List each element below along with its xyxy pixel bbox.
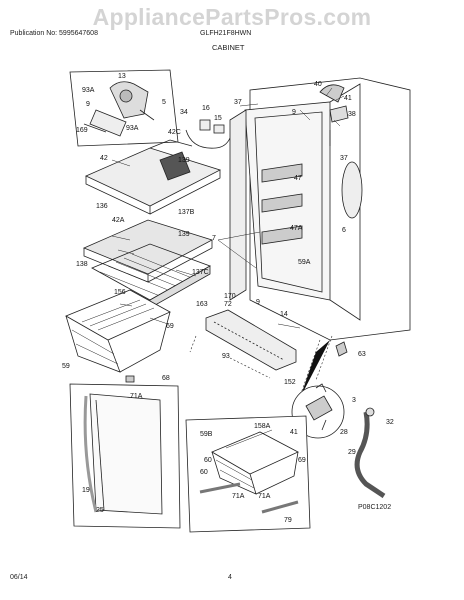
callout-32: 32 [386, 419, 394, 426]
callout-42: 42 [100, 155, 108, 162]
callout-13: 13 [118, 73, 126, 80]
publication-number: Publication No: 5995647608 [10, 30, 98, 37]
callout-40: 40 [314, 81, 322, 88]
callout-47a: 47A [290, 225, 303, 232]
callout-41b: 41 [290, 429, 298, 436]
callout-69b: 69 [298, 457, 306, 464]
callout-38: 38 [348, 111, 356, 118]
callout-137b: 137B [178, 209, 195, 216]
page-number: 4 [228, 574, 232, 581]
callout-29: 29 [348, 449, 356, 456]
callout-71a-c: 71A [258, 493, 271, 500]
callout-138: 138 [76, 261, 88, 268]
section-title: CABINET [212, 43, 245, 52]
callout-60b: 60 [200, 469, 208, 476]
callout-15: 15 [214, 115, 222, 122]
callout-59a: 59A [298, 259, 311, 266]
callout-3: 3 [352, 397, 356, 404]
callout-59: 59 [62, 363, 70, 370]
callout-93a-b: 93A [126, 125, 139, 132]
callout-68: 68 [162, 375, 170, 382]
callout-37: 37 [234, 99, 242, 106]
callout-9b: 9 [292, 109, 296, 116]
callout-6: 6 [342, 227, 346, 234]
callout-59b: 59B [200, 431, 213, 438]
callout-25: 25 [96, 507, 104, 514]
wire-basket [65, 289, 171, 383]
callout-5: 5 [162, 99, 166, 106]
callout-137c: 137C [192, 269, 209, 276]
control-inset-box [69, 69, 179, 147]
cabinet-liner [229, 77, 411, 341]
basket-inset [185, 415, 311, 533]
callout-16: 16 [202, 105, 210, 112]
callout-28: 28 [340, 429, 348, 436]
callout-136: 136 [96, 203, 108, 210]
callout-170: 170 [224, 293, 236, 300]
callout-7: 7 [212, 235, 216, 242]
footer-date: 06/14 [10, 574, 28, 581]
glass-shelf-lower [82, 219, 214, 283]
callout-93: 93 [222, 353, 230, 360]
callout-37b: 37 [340, 155, 348, 162]
callout-63: 63 [358, 351, 366, 358]
callout-158a: 158A [254, 423, 271, 430]
bracket-parts [185, 119, 231, 149]
callout-169: 169 [76, 127, 88, 134]
callout-34: 34 [180, 109, 188, 116]
callout-139b: 139 [178, 231, 190, 238]
callout-163: 163 [196, 301, 208, 308]
callout-9c: 9 [256, 299, 260, 306]
screw-63 [335, 341, 348, 357]
callout-41: 41 [344, 95, 352, 102]
watermark-text: AppliancePartsPros.com [92, 4, 372, 30]
callout-93a: 93A [82, 87, 95, 94]
toe-grille [205, 309, 297, 371]
callout-60: 60 [204, 457, 212, 464]
callout-156: 156 [114, 289, 126, 296]
callout-9: 9 [86, 101, 90, 108]
model-number: GLFH21F8HWN [200, 30, 252, 37]
callout-71a-b: 71A [232, 493, 245, 500]
callout-69: 69 [166, 323, 174, 330]
callout-72: 72 [224, 301, 232, 308]
callout-14: 14 [280, 311, 288, 318]
callout-152: 152 [284, 379, 296, 386]
drain-hose [354, 407, 386, 499]
callout-19: 19 [82, 487, 90, 494]
drawing-reference: P08C1202 [358, 504, 392, 511]
callout-42c: 42C [168, 129, 181, 136]
callout-139a: 139 [178, 157, 190, 164]
callout-71a: 71A [130, 393, 143, 400]
door-panel-inset [69, 383, 181, 529]
top-hinge [319, 84, 349, 146]
callout-47: 47 [294, 175, 302, 182]
detail-pointer [300, 340, 330, 398]
callout-42a: 42A [112, 217, 125, 224]
callout-79: 79 [284, 517, 292, 524]
